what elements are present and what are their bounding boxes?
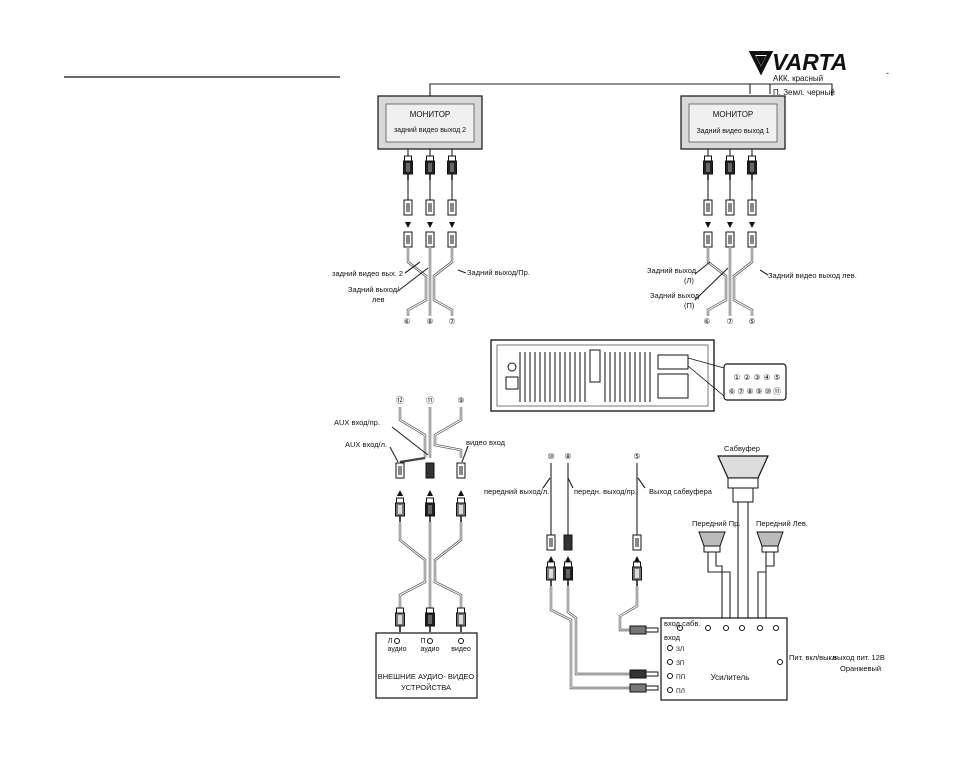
connector-pin: ⑤ (773, 373, 780, 382)
amplifier: вход сабв. вход ЗЛ ЗП ПП ПЛ Усилитель (660, 617, 788, 701)
amp-power-label: Пит. вкл/выкл (789, 653, 836, 662)
acc-label: АКК. красный (773, 74, 823, 83)
amp-input-channel: ПЛ (676, 688, 685, 695)
monitor-left-title: МОНИТОР (410, 110, 451, 119)
sub-out-label: Выход сабвуфера (649, 487, 713, 496)
pin-marker: ⑦ (448, 317, 455, 326)
audio-label: аудио (388, 646, 407, 653)
pin-marker: ⑦ (726, 317, 733, 326)
monitor-right: МОНИТОР Задний видео выход 1 (680, 95, 786, 150)
amp-input-label: вход (664, 633, 681, 642)
monitor-right-title: МОНИТОР (713, 110, 754, 119)
pin-marker: ⑥ (703, 317, 710, 326)
rear-out-r-label-2: (П) (684, 301, 695, 310)
pin-marker: ⑨ (457, 396, 464, 405)
iso-connector-pinout: ① ② ③ ④ ⑤ ⑥ ⑦ ⑧ ⑨ ⑩ ⑪ (723, 363, 787, 401)
connector-pin: ⑧ (746, 387, 753, 396)
amp-sub-in-label: вход сабв. (664, 619, 700, 628)
connector-pin: ⑦ (737, 387, 744, 396)
subwoofer-label: Сабвуфер (724, 444, 760, 453)
rear-out-l-label-2: (Л) (684, 276, 694, 285)
connector-pin: ② (743, 373, 750, 382)
connector-pin: ⑨ (755, 387, 762, 396)
ground-label: П. Земл. черный (773, 88, 835, 97)
front-right-label: Передний Пр. (692, 519, 740, 528)
pin-marker: ⑪ (426, 396, 434, 405)
device-label-line2: УСТРОЙСТВА (401, 683, 451, 692)
pin-marker: ⑥ (403, 317, 410, 326)
rear-out-left-label: Задний выход/ (348, 285, 400, 294)
device-label-line1: ВНЕШНИЕ АУДИО- ВИДЕО (378, 672, 475, 681)
amp-input-channel: ПП (676, 674, 686, 681)
rear-out-r-label: Задний выход (650, 291, 700, 300)
front-left-speaker (756, 531, 784, 618)
amp-input-channel: ЗЛ (676, 646, 684, 653)
connector-pin: ⑪ (773, 387, 781, 396)
front-right-speaker (698, 531, 731, 618)
video-out-2-label: задний видео вых. 2 (332, 269, 403, 278)
monitor-left: МОНИТОР задний видео выход 2 (377, 95, 483, 150)
connector-pin: ④ (763, 373, 770, 382)
video-label: видео (451, 646, 471, 653)
brand-name: VARTA (772, 49, 847, 75)
connector-pin: ⑥ (728, 387, 735, 396)
monitor-left-cables (402, 149, 458, 316)
pin-marker: ⑤ (633, 452, 640, 461)
front-output-cables (545, 463, 659, 693)
monitor-link-wire (429, 83, 833, 96)
connector-pin: ⑩ (764, 387, 771, 396)
connector-pin: ③ (753, 373, 760, 382)
pin-marker: ⑧ (564, 452, 571, 461)
pin-marker: ⑫ (396, 396, 404, 405)
page-marker: - (886, 68, 889, 78)
monitor-right-cables (702, 149, 758, 316)
front-out-left-label: передний выход/л. (484, 487, 549, 496)
monitor-left-subtitle: задний видео выход 2 (394, 126, 466, 134)
video-in-label: видео вход (466, 438, 506, 447)
rear-out-left-label-2: лев (372, 295, 385, 304)
aux-cables (394, 407, 467, 633)
rear-out-right-label: Задний выход/Пр. (467, 268, 530, 277)
pin-marker: ⑧ (426, 317, 433, 326)
jack-left-label: Л (388, 638, 393, 645)
amp-input-channel: ЗП (676, 660, 685, 667)
rear-out-l-label: Задний выход (647, 266, 697, 275)
connector-pin: ① (733, 373, 740, 382)
front-out-right-label: передн. выход/пр. (574, 487, 637, 496)
aux-in-left-label: AUX вход/л. (345, 440, 387, 449)
head-unit-rear (490, 339, 725, 412)
varta-logo: VARTA (748, 49, 847, 76)
external-av-device: Л П аудио аудио видео ВНЕШНИЕ АУДИО- ВИД… (375, 632, 478, 699)
pin-marker: ⑩ (547, 452, 554, 461)
aux-in-right-label: AUX вход/пр. (334, 418, 380, 427)
video-out-left-label: Задний видео выход лев. (768, 271, 857, 280)
amp-power-color-label: Оранжевый (840, 664, 881, 673)
front-left-label: Передний Лев. (756, 519, 808, 528)
amp-title: Усилитель (711, 673, 750, 682)
subwoofer-speaker (717, 455, 769, 618)
pin-marker: ⑤ (748, 317, 755, 326)
amp-power-out-label: выход пит. 12В (833, 653, 885, 662)
jack-right-label: П (420, 638, 425, 645)
monitor-right-subtitle: Задний видео выход 1 (696, 127, 769, 135)
audio-label: аудио (421, 646, 440, 653)
